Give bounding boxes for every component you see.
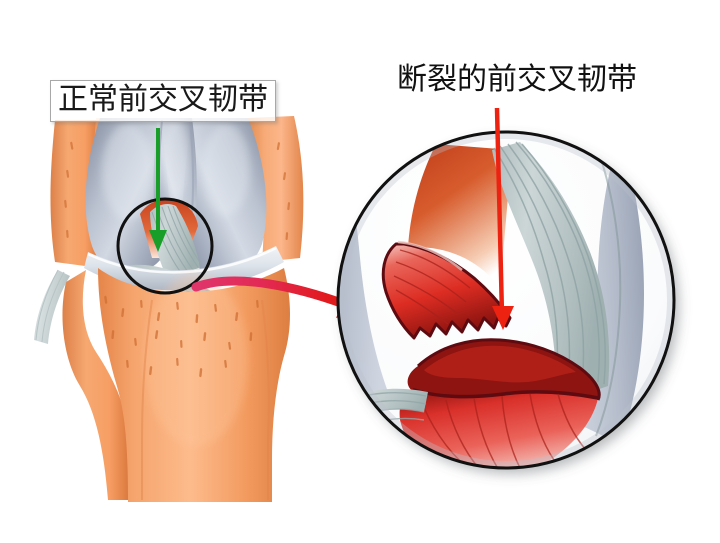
collateral-ligament-fibers	[34, 269, 70, 344]
label-torn-acl: 断裂的前交叉韧带	[397, 63, 637, 97]
acl-lower-stump-torn	[399, 338, 601, 468]
normal-acl-arrow	[149, 128, 167, 252]
label-normal-acl-text: 正常前交叉韧带	[58, 82, 268, 117]
magnify-circle-border	[336, 130, 676, 470]
label-torn-acl-text: 断裂的前交叉韧带	[397, 62, 637, 97]
femoral-condyle-wall-left	[338, 132, 388, 430]
posterior-cruciate-ligament-fibers	[492, 141, 622, 437]
fibula	[62, 270, 130, 500]
callout-circle-overview	[116, 197, 214, 295]
acl-upper-stump-torn	[381, 240, 512, 340]
knee-overview-view	[34, 116, 304, 502]
intercondylar-roof	[408, 144, 512, 290]
bone-speckles	[104, 295, 259, 378]
tibia	[62, 141, 291, 502]
torn-acl-arrow	[492, 107, 514, 330]
label-normal-acl: 正常前交叉韧带	[50, 80, 276, 122]
